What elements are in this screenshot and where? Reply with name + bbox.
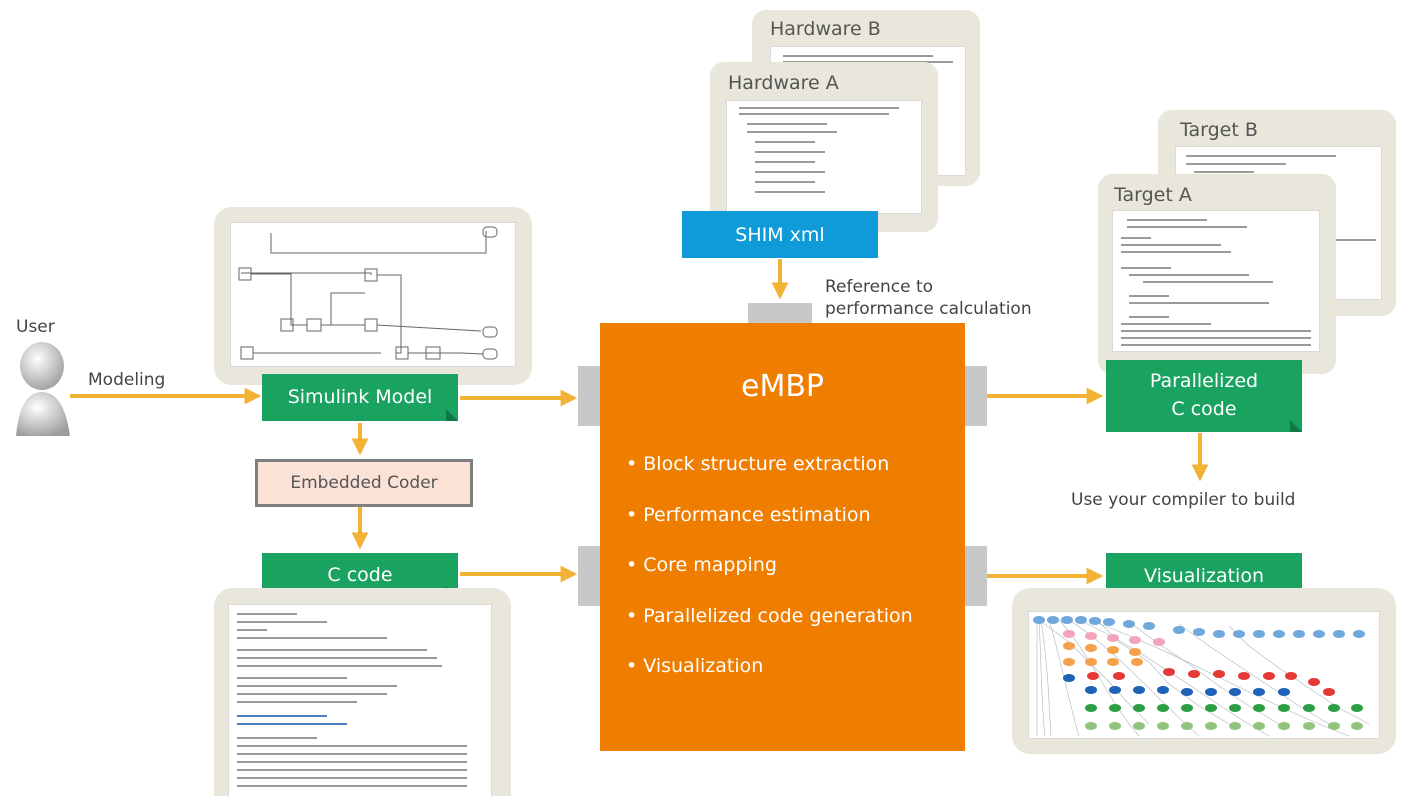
shim-xml-label: SHIM xml xyxy=(682,211,878,258)
target-a-title: Target A xyxy=(1114,184,1192,206)
embp-right-port-bottom xyxy=(965,546,987,606)
embedded-coder-box: Embedded Coder xyxy=(255,459,473,507)
hardware-a-sheet xyxy=(726,100,922,214)
visualization-graph xyxy=(1028,611,1380,739)
embp-left-port-top xyxy=(578,366,600,426)
simulink-model-label: Simulink Model xyxy=(262,374,458,421)
shim-xml-text: SHIM xml xyxy=(735,223,825,246)
embp-item-list: • Block structure extraction • Performan… xyxy=(626,453,913,706)
embp-item: • Core mapping xyxy=(626,554,777,576)
reference-note-line1: Reference to xyxy=(825,277,934,297)
hardware-a-title: Hardware A xyxy=(728,72,839,94)
embedded-coder-label: Embedded Coder xyxy=(290,473,438,493)
build-note: Use your compiler to build xyxy=(1071,490,1296,510)
user-icon xyxy=(16,342,70,436)
simulink-diagram-graphic xyxy=(238,226,498,360)
target-a-sheet xyxy=(1112,210,1320,352)
embp-right-port-top xyxy=(965,366,987,426)
embp-left-port-bottom xyxy=(578,546,600,606)
embp-item: • Block structure extraction xyxy=(626,453,890,475)
graph-nodes xyxy=(1033,616,1365,730)
embp-item: • Visualization xyxy=(626,655,764,677)
modeling-label: Modeling xyxy=(88,370,166,390)
reference-note: Reference to performance calculation xyxy=(825,276,1032,320)
c-code-listing xyxy=(228,604,492,797)
parallelized-line1: Parallelized xyxy=(1149,370,1259,393)
embp-top-port xyxy=(748,303,812,323)
embp-item: • Parallelized code generation xyxy=(626,604,913,627)
reference-note-line2: performance calculation xyxy=(825,299,1032,320)
embp-item: • Performance estimation xyxy=(626,503,871,526)
task-graph xyxy=(1033,616,1370,737)
parallelized-line2: C code xyxy=(1171,398,1237,420)
parallelized-c-code-label: Parallelized C code xyxy=(1106,360,1302,432)
simulink-diagram xyxy=(230,222,516,367)
embp-box: eMBP • Block structure extraction • Perf… xyxy=(600,323,965,751)
user-label: User xyxy=(16,317,55,337)
target-b-title: Target B xyxy=(1180,119,1258,141)
embp-title: eMBP xyxy=(740,369,824,404)
hardware-b-title: Hardware B xyxy=(770,18,881,40)
